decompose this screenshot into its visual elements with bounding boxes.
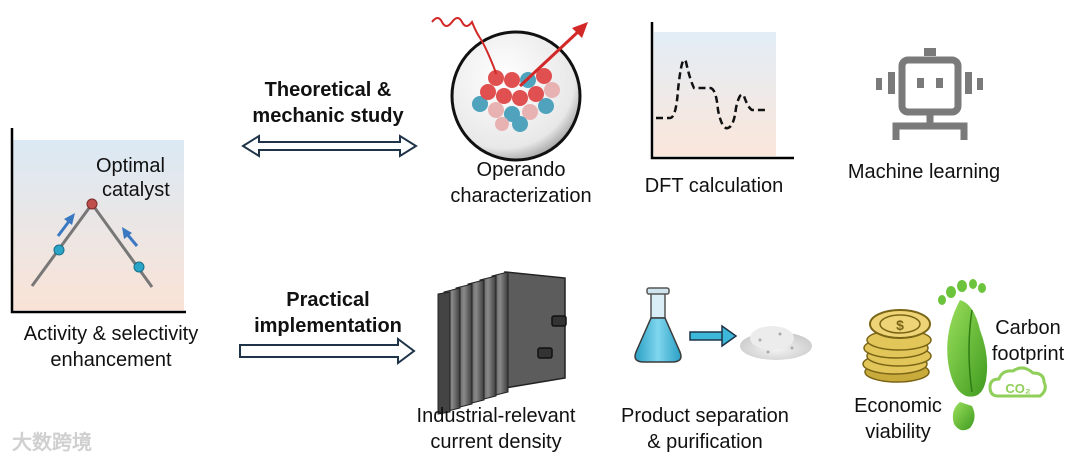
flask-icon [634,287,682,363]
product-label-line1: Product separation [621,405,789,427]
carbon-label-line2: footprint [991,343,1065,365]
right-arrow-icon [239,337,416,365]
operando-label-line2: characterization [450,185,592,207]
left-caption-line2: enhancement [50,349,172,371]
industrial-label-line2: current density [430,431,562,453]
peak-node [86,198,98,210]
machine-learning-label: Machine learning [847,161,1001,183]
product-label-line2: & purification [647,431,763,453]
coin-stack-icon: $ [862,309,932,383]
top-arrow-label-line2: mechanic study [252,105,404,127]
robot-icon [876,48,983,140]
powder-pile-icon [740,326,812,360]
svg-text:CO₂: CO₂ [1005,381,1031,396]
watermark: 大数跨境 [12,432,92,454]
process-arrow-icon [689,324,738,348]
industrial-label-line1: Industrial-relevant [416,405,576,427]
economic-label-line1: Economic [854,395,942,417]
operando-label-line1: Operando [476,159,566,181]
left-up-arrow-icon [56,213,75,237]
peak-label-line1: Optimal [96,155,165,177]
right-up-arrow-icon [122,227,139,247]
left-node [53,244,65,256]
bidirectional-arrow-icon [241,134,418,158]
left-caption-line1: Activity & selectivity [23,323,199,345]
dft-energy-profile-icon [650,22,794,160]
electrolyzer-stack-icon [437,271,567,415]
operando-sphere-icon [431,17,588,162]
right-node [133,261,145,273]
carbon-label-line1: Carbon [995,317,1061,339]
volcano-axes [10,128,186,314]
economic-label-line2: viability [865,421,931,443]
peak-label-line2: catalyst [102,179,170,201]
bottom-arrow-label-line2: implementation [254,315,402,337]
volcano-background [12,140,184,310]
dft-label: DFT calculation [644,175,784,197]
flask-to-powder-icon [634,287,812,363]
bottom-arrow-label-line1: Practical [286,289,370,311]
footprint-co2-icon: CO₂ [938,279,1047,431]
volcano-plot [10,128,186,314]
top-arrow-label-line1: Theoretical & [264,79,392,101]
svg-text:$: $ [896,317,904,333]
